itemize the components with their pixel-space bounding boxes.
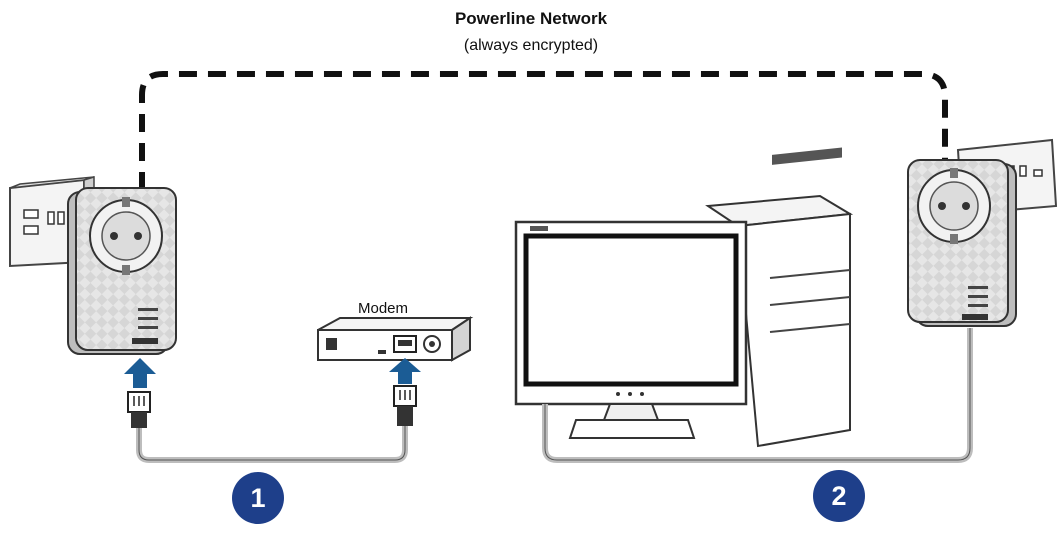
modem-icon: [317, 316, 474, 362]
step-1-badge: 1: [232, 472, 284, 524]
network-title: Powerline Network: [454, 9, 608, 28]
step-2-badge: 2: [813, 470, 865, 522]
modem-label: Modem: [358, 300, 409, 317]
left-upload-arrow-icon: [124, 358, 156, 388]
pc-tower-icon: [705, 147, 854, 448]
powerline-dashed-link: [139, 71, 948, 190]
modem-ethernet-plug-icon: [393, 385, 417, 426]
left-ethernet-plug-icon: [127, 391, 151, 428]
left-ethernet-cable: [136, 426, 408, 463]
modem-upload-arrow-icon: [389, 358, 421, 384]
monitor-icon: [514, 220, 748, 439]
left-powerline-adapter-icon: [67, 187, 177, 355]
right-powerline-adapter-icon: [907, 159, 1017, 327]
network-subtitle: (always encrypted): [463, 37, 599, 54]
